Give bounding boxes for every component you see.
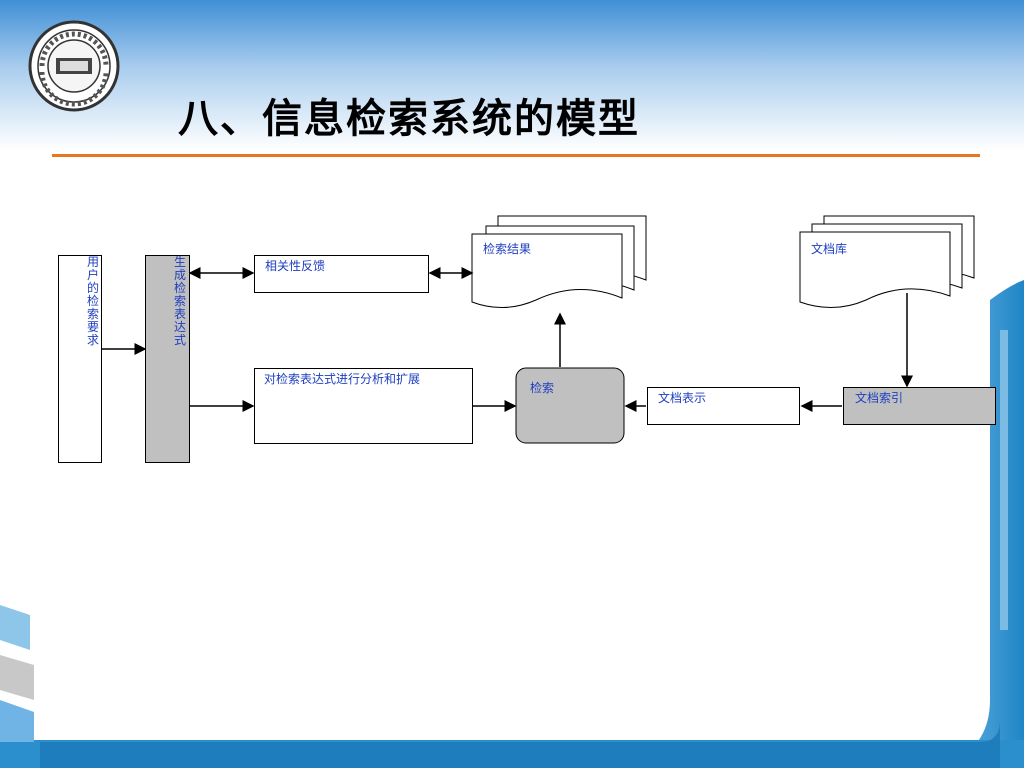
user-request-box [58, 255, 102, 463]
relevance-feedback-box [254, 255, 429, 293]
retrieval-label: 检索 [530, 381, 555, 395]
user-request-label: 用户的检索要求 [86, 255, 99, 347]
page-title: 八、信息检索系统的模型 [178, 96, 640, 142]
doc-index-box [843, 387, 996, 425]
doc-representation-label: 文档表示 [658, 391, 707, 405]
doc-representation-box [647, 387, 800, 425]
school-seal-logo [28, 20, 120, 112]
retrieval-results-label: 检索结果 [483, 242, 532, 256]
doc-library-label: 文档库 [811, 242, 848, 256]
document-library-doc-stack [799, 215, 975, 309]
generate-expression-box [145, 255, 190, 463]
retrieval-results-doc-stack [471, 215, 647, 309]
analyze-expand-box [254, 368, 473, 444]
relevance-feedback-label: 相关性反馈 [265, 259, 326, 273]
generate-expression-label: 生成检索表达式 [173, 255, 186, 347]
doc-index-label: 文档索引 [855, 391, 904, 405]
title-underline [52, 154, 980, 157]
analyze-expand-label: 对检索表达式进行分析和扩展 [264, 372, 421, 386]
